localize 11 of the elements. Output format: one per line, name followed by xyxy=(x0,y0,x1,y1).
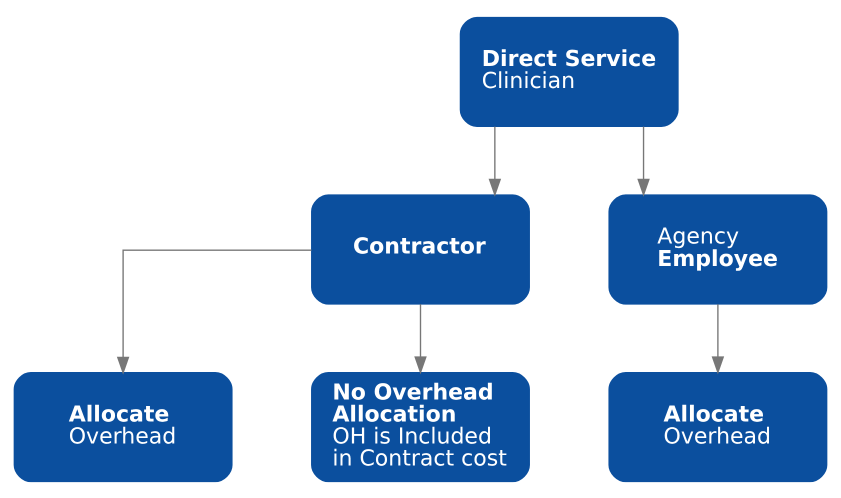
node-box: Agency Employee xyxy=(608,194,828,304)
node-box: No Overhead Allocation OH is Included in Contract cost xyxy=(311,372,530,482)
arrow xyxy=(637,126,650,196)
arrow xyxy=(712,304,724,374)
arrow xyxy=(414,304,427,374)
node-box: Contractor xyxy=(311,194,530,304)
arrow xyxy=(488,126,502,196)
node-box: Allocate Overhead xyxy=(14,372,233,482)
node-box: Direct Service Clinician xyxy=(460,16,679,126)
arrow xyxy=(116,249,312,374)
node-box: Allocate Overhead xyxy=(608,372,828,482)
